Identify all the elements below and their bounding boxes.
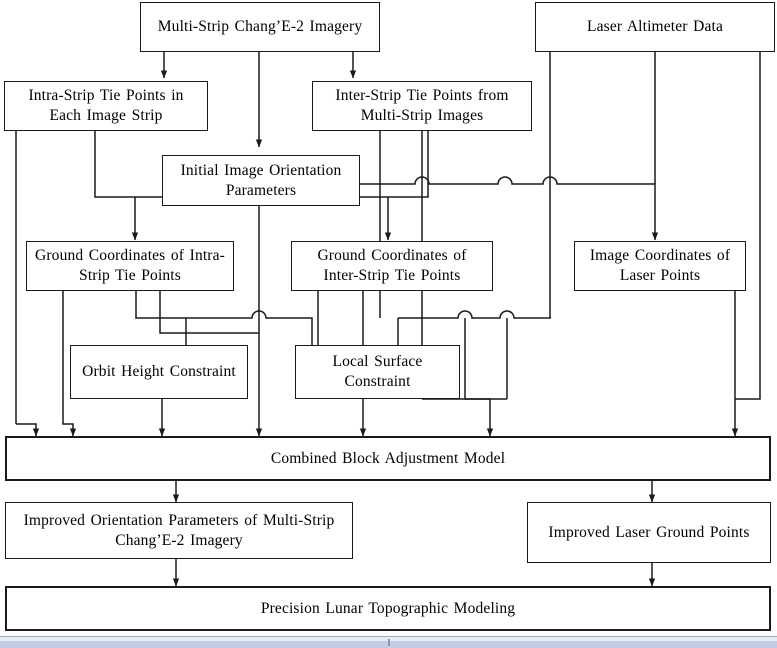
node-image-coords-laser-label: Image Coordinates of Laser Points bbox=[589, 247, 731, 284]
edge-lower-bus-right bbox=[398, 310, 551, 319]
node-laser-altimeter-data[interactable]: Laser Altimeter Data bbox=[535, 2, 775, 52]
edge-intra-tiepoints-to-gc-intra bbox=[94, 131, 135, 198]
node-improved-orientation-label: Improved Orientation Parameters of Multi… bbox=[23, 511, 335, 549]
edge-inter-tiepoints-to-gc-inter bbox=[388, 131, 429, 198]
node-orbit-height-constraint-label: Orbit Height Constraint bbox=[82, 363, 236, 381]
node-ground-coords-inter-label: Ground Coordinates of Inter-Strip Tie Po… bbox=[317, 247, 467, 284]
node-multi-strip-imagery[interactable]: Multi-Strip Chang’E-2 Imagery bbox=[140, 2, 380, 52]
node-orbit-height-constraint[interactable]: Orbit Height Constraint bbox=[70, 345, 248, 399]
node-combined-block-adjustment-label: Combined Block Adjustment Model bbox=[270, 449, 506, 467]
node-combined-block-adjustment[interactable]: Combined Block Adjustment Model bbox=[5, 436, 771, 481]
node-ground-coords-intra-label: Ground Coordinates of Intra-Strip Tie Po… bbox=[35, 247, 225, 284]
node-inter-strip-tie-points[interactable]: Inter-Strip Tie Points from Multi-Strip … bbox=[312, 81, 532, 131]
node-inter-strip-tie-points-label: Inter-Strip Tie Points from Multi-Strip … bbox=[335, 87, 509, 124]
node-intra-strip-tie-points[interactable]: Intra-Strip Tie Points in Each Image Str… bbox=[4, 81, 208, 131]
node-initial-orientation-label: Initial Image Orientation Parameters bbox=[180, 161, 342, 199]
node-ground-coords-inter[interactable]: Ground Coordinates of Inter-Strip Tie Po… bbox=[291, 241, 493, 291]
window-bottom-strip-tick bbox=[388, 639, 390, 646]
node-intra-strip-tie-points-label: Intra-Strip Tie Points in Each Image Str… bbox=[28, 87, 184, 124]
window-bottom-strip bbox=[0, 636, 777, 648]
node-local-surface-constraint-label: Local Surface Constraint bbox=[332, 353, 423, 390]
edge-laser-data-right-run bbox=[735, 184, 761, 400]
node-laser-altimeter-data-label: Laser Altimeter Data bbox=[587, 18, 723, 36]
edge-gc-intra-bus-right bbox=[135, 291, 313, 399]
node-precision-topographic-modeling[interactable]: Precision Lunar Topographic Modeling bbox=[5, 586, 771, 631]
node-improved-orientation[interactable]: Improved Orientation Parameters of Multi… bbox=[5, 502, 353, 559]
edge-bus-to-combined-right bbox=[464, 318, 494, 437]
node-precision-topographic-modeling-label: Precision Lunar Topographic Modeling bbox=[260, 599, 516, 617]
edge-gc-intra-to-orbit-constraint-bus bbox=[159, 291, 259, 334]
node-local-surface-constraint[interactable]: Local Surface Constraint bbox=[295, 345, 460, 399]
node-improved-laser-points[interactable]: Improved Laser Ground Points bbox=[527, 502, 771, 563]
edge-gc-intra-to-combined bbox=[62, 291, 77, 437]
node-initial-orientation[interactable]: Initial Image Orientation Parameters bbox=[162, 155, 360, 206]
node-improved-laser-points-label: Improved Laser Ground Points bbox=[548, 523, 750, 541]
edge-initial-to-image-coords-laser bbox=[360, 176, 659, 241]
node-ground-coords-intra[interactable]: Ground Coordinates of Intra-Strip Tie Po… bbox=[26, 241, 234, 291]
node-multi-strip-imagery-label: Multi-Strip Chang’E-2 Imagery bbox=[157, 18, 363, 36]
node-image-coords-laser[interactable]: Image Coordinates of Laser Points bbox=[574, 241, 746, 291]
edge-intra-tiepoints-to-combined bbox=[16, 423, 40, 437]
